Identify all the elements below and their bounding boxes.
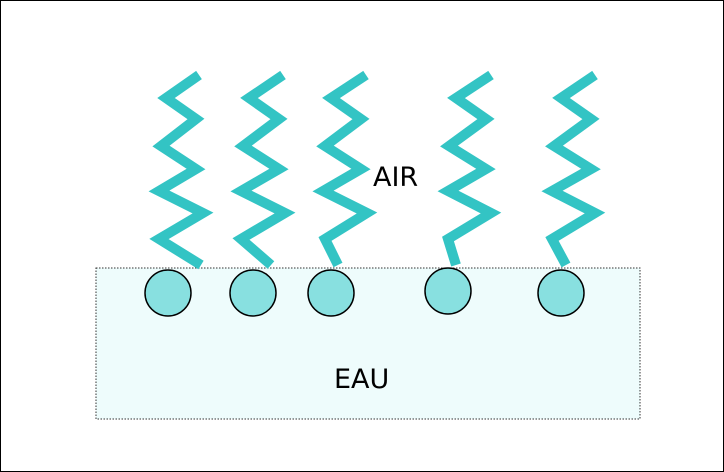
hydrophobic-tail [541,70,606,268]
hydrophilic-head [537,269,585,317]
hydrophobic-tail [230,70,296,269]
hydrophilic-head [229,269,277,317]
surfactant-molecule-4 [424,70,502,315]
hydrophobic-tail [148,70,214,270]
water-label: EAU [334,364,389,395]
surfactant-molecule-1 [144,70,214,317]
molecule-layer [144,70,606,317]
surfactant-molecule-3 [307,70,378,317]
hydrophilic-head [144,269,192,317]
hydrophobic-tail [437,70,502,267]
hydrophilic-head [424,267,472,315]
hydrophilic-head [307,269,355,317]
air-label: AIR [373,162,418,193]
hydrophobic-tail [312,70,378,268]
surfactant-molecule-5 [537,70,606,317]
surfactant-molecule-2 [229,70,296,317]
